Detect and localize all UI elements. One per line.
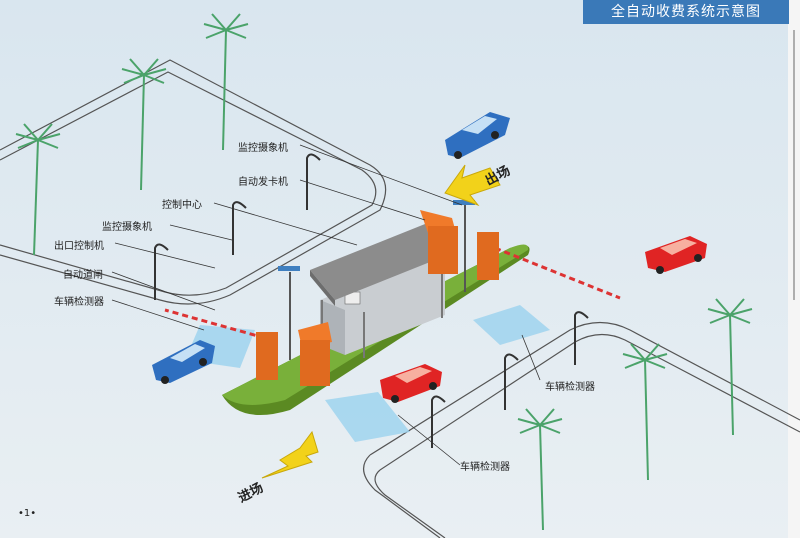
blue-car-icon bbox=[445, 112, 510, 159]
palm-tree-icon bbox=[517, 408, 563, 531]
toll-booth bbox=[310, 222, 455, 358]
vehicle-detector-pad bbox=[325, 392, 410, 442]
surveillance-camera-icon bbox=[306, 153, 321, 210]
label-auto-card: 自动发卡机 bbox=[238, 177, 288, 188]
red-car-icon bbox=[645, 236, 707, 274]
exit-controller-machine bbox=[298, 322, 332, 386]
palm-tree-icon bbox=[622, 343, 668, 481]
surveillance-camera-icon bbox=[232, 201, 247, 255]
palm-tree-icon bbox=[121, 58, 167, 191]
label-auto-gate: 自动道闸 bbox=[63, 270, 103, 281]
surveillance-camera-icon bbox=[431, 395, 446, 448]
auto-card-dispenser bbox=[420, 210, 458, 274]
palm-tree-icon bbox=[203, 13, 249, 151]
label-detector-left: 车辆检测器 bbox=[54, 297, 104, 308]
page-number: •1• bbox=[18, 508, 37, 519]
label-exit-controller: 出口控制机 bbox=[54, 241, 104, 252]
label-camera-top: 监控摄象机 bbox=[238, 143, 288, 154]
gate-arm-right bbox=[494, 246, 621, 300]
label-control-center: 控制中心 bbox=[162, 200, 202, 211]
label-detector-right: 车辆检测器 bbox=[545, 382, 595, 393]
gate-barrier-left bbox=[256, 332, 278, 380]
gate-arm-left bbox=[164, 308, 266, 340]
palm-tree-icon bbox=[15, 123, 61, 256]
red-car-icon bbox=[380, 364, 442, 403]
gate-barrier-right bbox=[477, 232, 499, 280]
surveillance-camera-icon bbox=[154, 243, 169, 300]
blue-car-icon bbox=[152, 340, 215, 384]
lamp-pole bbox=[278, 266, 300, 360]
exit-arrow-icon bbox=[444, 164, 501, 207]
diagram-title: 全自动收费系统示意图 bbox=[583, 0, 789, 24]
label-detector-bottom: 车辆检测器 bbox=[460, 462, 510, 473]
entry-arrow-icon bbox=[261, 430, 319, 479]
surveillance-camera-icon bbox=[574, 311, 589, 365]
leader-lines bbox=[111, 144, 541, 466]
lamp-pole bbox=[453, 200, 475, 292]
label-camera-left: 监控摄象机 bbox=[102, 222, 152, 233]
vehicle-detector-pad bbox=[473, 305, 550, 345]
surveillance-camera-icon bbox=[504, 353, 519, 410]
palm-tree-icon bbox=[707, 298, 753, 436]
